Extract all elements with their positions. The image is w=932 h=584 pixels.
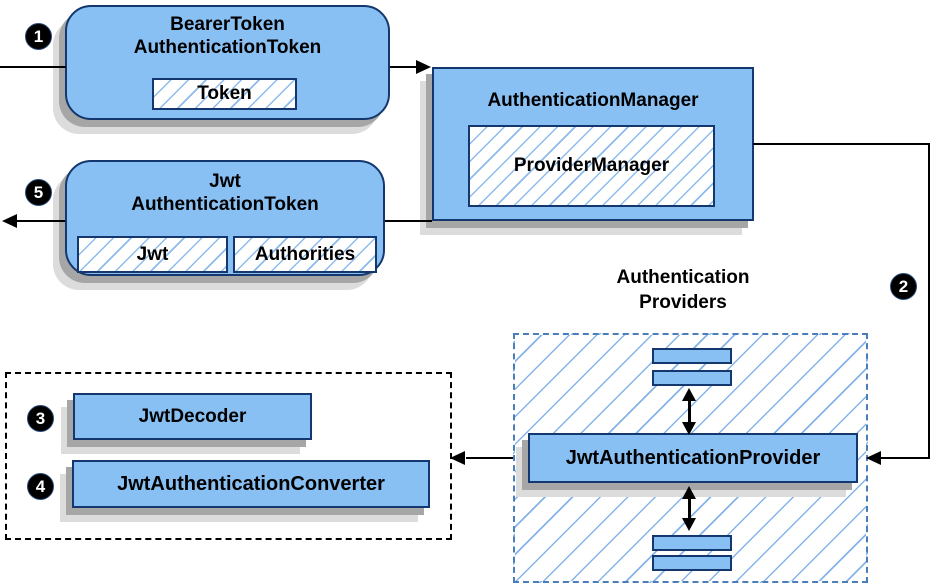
bearer-token-title-line1: BearerToken [170, 14, 285, 35]
decoder-converter-group-box: JwtDecoder JwtAuthenticationConverter [5, 372, 452, 540]
generic-provider-bar [652, 555, 732, 571]
arrowhead-down-icon [682, 422, 696, 435]
arrowhead-up-icon [682, 486, 696, 499]
token-chip: Token [152, 78, 297, 110]
jwt-chip: Jwt [77, 236, 228, 273]
step-1-badge: 1 [25, 23, 52, 50]
step-5-number: 5 [33, 182, 44, 202]
step-5-badge: 5 [25, 179, 52, 206]
arrowhead-left-icon [2, 214, 17, 228]
connector-manager-to-provider-bottom [879, 457, 929, 459]
authentication-manager-title: AuthenticationManager [487, 90, 699, 111]
bearer-token-authentication-token-node: BearerToken AuthenticationToken Token [65, 5, 390, 120]
jwt-authentication-converter-node: JwtAuthenticationConverter [72, 460, 430, 508]
jwt-decoder-node: JwtDecoder [73, 393, 312, 440]
jwt-chip-label: Jwt [136, 243, 169, 265]
step-2-badge: 2 [890, 273, 917, 300]
step-3-number: 3 [35, 408, 46, 428]
connector-provider-to-bars [688, 496, 691, 522]
jwt-authentication-provider-node: JwtAuthenticationProvider [528, 433, 858, 483]
connector-manager-to-provider-top [753, 143, 930, 145]
provider-manager-chip-label: ProviderManager [513, 155, 670, 176]
connector-bars-to-provider [688, 398, 691, 426]
jwt-token-title-line1: Jwt [209, 171, 241, 192]
jwt-authentication-provider-label: JwtAuthenticationProvider [565, 446, 821, 469]
step-3-badge: 3 [27, 405, 54, 432]
authorities-chip-label: Authorities [254, 243, 356, 265]
connector-outgoing-result [16, 220, 65, 222]
bearer-token-title-line2: AuthenticationToken [133, 37, 322, 58]
connector-bearer-to-manager [390, 66, 417, 68]
connector-manager-to-provider-vertical [928, 143, 930, 459]
jwt-token-title-line2: AuthenticationToken [131, 194, 319, 215]
step-2-number: 2 [898, 276, 909, 296]
authorities-chip: Authorities [233, 236, 377, 273]
authentication-providers-label-line2: Providers [639, 292, 727, 313]
step-4-badge: 4 [27, 473, 54, 500]
authentication-providers-label: Authentication Providers [563, 265, 803, 315]
arrowhead-up-icon [682, 388, 696, 401]
token-chip-label: Token [197, 83, 252, 104]
arrowhead-right-icon [416, 60, 431, 74]
generic-provider-bar [652, 535, 732, 551]
authentication-providers-group-box: JwtAuthenticationProvider [513, 333, 868, 583]
step-4-number: 4 [35, 476, 46, 496]
generic-provider-bar [652, 348, 732, 364]
authentication-manager-node: AuthenticationManager ProviderManager [432, 67, 754, 221]
jwt-decoder-label: JwtDecoder [138, 406, 247, 427]
jwt-authentication-token-node: Jwt AuthenticationToken Jwt Authorities [65, 160, 385, 276]
connector-manager-to-jwt-token [385, 220, 432, 222]
connector-provider-to-decoder [466, 457, 513, 459]
provider-manager-chip: ProviderManager [468, 125, 715, 207]
generic-provider-bar [652, 370, 732, 386]
authentication-providers-label-line1: Authentication [616, 267, 750, 288]
step-1-number: 1 [33, 26, 44, 46]
connector-incoming-request [0, 66, 66, 68]
arrowhead-left-icon [450, 451, 465, 465]
jwt-authentication-converter-label: JwtAuthenticationConverter [117, 472, 385, 495]
arrowhead-left-icon [866, 451, 881, 465]
arrowhead-down-icon [682, 518, 696, 531]
